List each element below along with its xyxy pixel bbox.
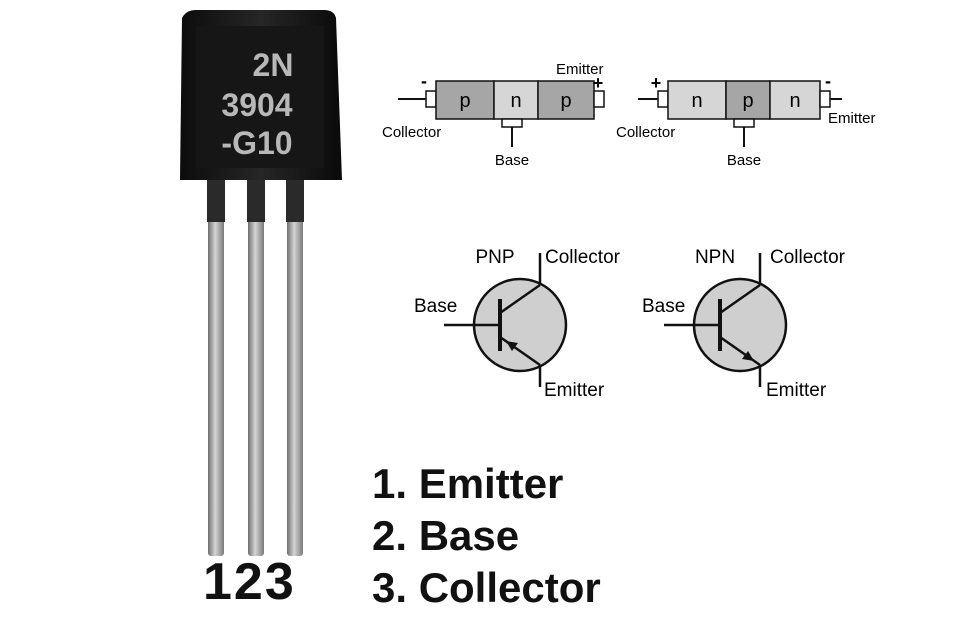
pin-list-item-collector: 3. Collector bbox=[372, 564, 601, 611]
pnp-layer-3-label: p bbox=[560, 90, 571, 112]
npn-emitter-label: Emitter bbox=[828, 110, 876, 127]
marking-line-2: 3904 bbox=[221, 87, 292, 123]
npn-base-terminal bbox=[733, 118, 755, 128]
npn-left-sign: + bbox=[651, 73, 662, 93]
npn-symbol-base-label: Base bbox=[642, 296, 685, 317]
pnp-collector-label: Collector bbox=[382, 124, 441, 141]
pnp-symbol-type-label: PNP bbox=[475, 247, 514, 268]
npn-symbol-collector-line bbox=[719, 283, 761, 315]
npn-symbol-type-label: NPN bbox=[695, 247, 735, 268]
pnp-symbol-emitter-label: Emitter bbox=[544, 380, 605, 401]
npn-layer-diagram: n p n + - Collector Emitter Base bbox=[616, 71, 876, 169]
npn-collector-label: Collector bbox=[616, 124, 675, 141]
pnp-right-sign: + bbox=[593, 73, 604, 93]
npn-layer-1-label: n bbox=[691, 90, 702, 112]
pnp-base-label: Base bbox=[495, 152, 529, 169]
pnp-layer-1 bbox=[435, 80, 495, 120]
npn-symbol-arrow bbox=[742, 351, 754, 361]
pnp-collector-terminal bbox=[425, 90, 437, 108]
marking-line-3: -G10 bbox=[221, 125, 292, 161]
pnp-symbol-collector-line bbox=[499, 283, 541, 315]
npn-base-label: Base bbox=[727, 152, 761, 169]
pnp-layer-2-label: n bbox=[510, 90, 521, 112]
npn-symbol-emitter-label: Emitter bbox=[766, 380, 827, 401]
pnp-symbol: PNP Collector Base Emitter bbox=[414, 247, 621, 401]
npn-layer-2 bbox=[725, 80, 771, 120]
npn-layer-1 bbox=[667, 80, 727, 120]
pin-list-item-base: 2. Base bbox=[372, 512, 520, 559]
pin-numbers: 123 bbox=[203, 553, 296, 611]
npn-emitter-terminal bbox=[819, 90, 831, 108]
pnp-left-sign: - bbox=[421, 71, 427, 91]
pin-list-item-emitter: 1. Emitter bbox=[372, 460, 564, 507]
pnp-symbol-arrow bbox=[506, 341, 518, 351]
npn-collector-terminal bbox=[657, 90, 669, 108]
npn-symbol-collector-label: Collector bbox=[770, 247, 846, 268]
marking-line-1: 2N bbox=[253, 47, 294, 83]
pnp-layer-3 bbox=[537, 80, 595, 120]
pnp-emitter-terminal bbox=[593, 90, 605, 108]
npn-right-sign: - bbox=[825, 71, 831, 91]
lead-2-base bbox=[248, 176, 264, 556]
pnp-base-terminal bbox=[501, 118, 523, 128]
npn-symbol: NPN Collector Base Emitter bbox=[642, 247, 846, 401]
npn-layer-2-label: p bbox=[742, 90, 753, 112]
lead-neck-1 bbox=[207, 176, 225, 222]
lead-neck-2 bbox=[247, 176, 265, 222]
pnp-emitter-label: Emitter bbox=[556, 61, 604, 78]
npn-layer-3-label: n bbox=[789, 90, 800, 112]
pin-list: 1. Emitter 2. Base 3. Collector bbox=[372, 458, 601, 614]
pnp-symbol-base-label: Base bbox=[414, 296, 457, 317]
pnp-layer-diagram: p n p - + Collector Emitter Base bbox=[382, 61, 605, 169]
lead-3-collector bbox=[287, 176, 303, 556]
lead-1-emitter bbox=[208, 176, 224, 556]
lead-neck-3 bbox=[286, 176, 304, 222]
pnp-layer-1-label: p bbox=[459, 90, 470, 112]
pnp-symbol-collector-label: Collector bbox=[545, 247, 621, 268]
transistor-face bbox=[196, 26, 324, 168]
